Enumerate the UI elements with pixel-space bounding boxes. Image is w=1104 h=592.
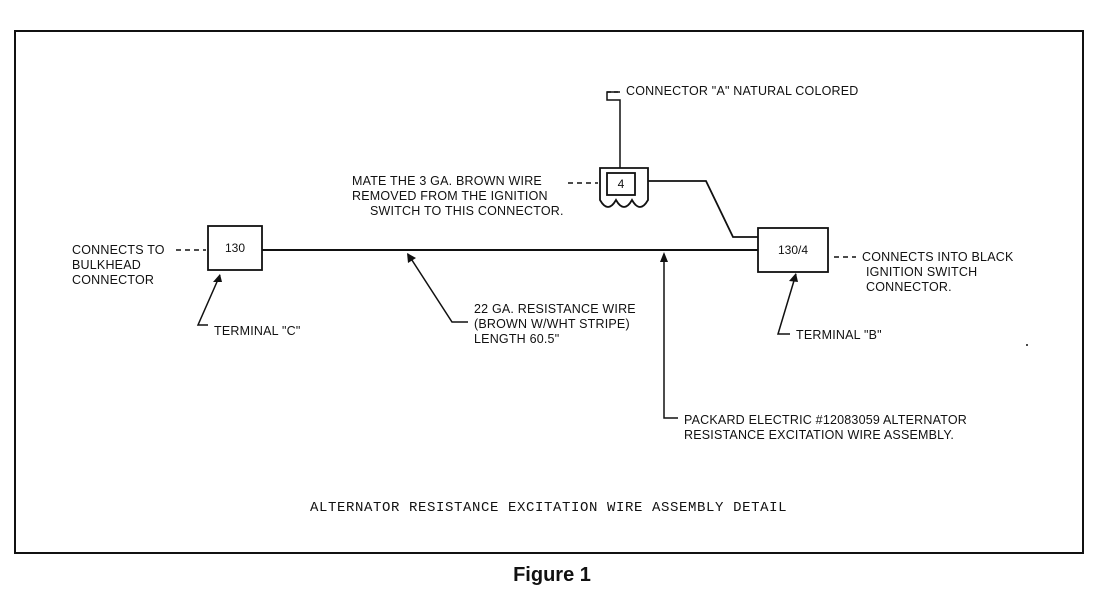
resistance-wire-line-1: 22 GA. RESISTANCE WIRE bbox=[474, 302, 636, 316]
left-connects-line-3: CONNECTOR bbox=[72, 273, 155, 287]
left-connects-line-2: BULKHEAD bbox=[72, 258, 141, 272]
terminal-b-note: TERMINAL "B" bbox=[796, 328, 882, 342]
resistance-wire-line-3: LENGTH 60.5" bbox=[474, 332, 560, 346]
right-connects-line-2: IGNITION SWITCH bbox=[866, 265, 978, 279]
arrow-terminal-c bbox=[213, 274, 222, 282]
diagram-title: ALTERNATOR RESISTANCE EXCITATION WIRE AS… bbox=[310, 500, 788, 516]
terminal-b-box bbox=[757, 227, 829, 273]
right-connects-line-1: CONNECTS INTO BLACK bbox=[862, 250, 1014, 264]
connector-a-note: CONNECTOR "A" NATURAL COLORED bbox=[626, 84, 859, 98]
connector-a-inner bbox=[606, 172, 636, 196]
left-connects-note: CONNECTS TO BULKHEAD CONNECTOR bbox=[72, 243, 165, 288]
terminal-c-box bbox=[207, 225, 263, 271]
packard-line-1: PACKARD ELECTRIC #12083059 ALTERNATOR bbox=[684, 413, 967, 427]
mate-note-line-1: MATE THE 3 GA. BROWN WIRE bbox=[352, 174, 542, 188]
connector-a-wire bbox=[648, 180, 758, 238]
leader-terminal-b bbox=[776, 273, 797, 335]
mate-note-line-3: SWITCH TO THIS CONNECTOR. bbox=[370, 204, 564, 218]
mate-note-line-2: REMOVED FROM THE IGNITION bbox=[352, 189, 548, 203]
leader-packard bbox=[663, 254, 678, 419]
arrow-resistance-wire bbox=[407, 253, 416, 263]
resistance-wire-line-2: (BROWN W/WHT STRIPE) bbox=[474, 317, 630, 331]
resistance-wire-note: 22 GA. RESISTANCE WIRE (BROWN W/WHT STRI… bbox=[474, 302, 636, 347]
figure-frame bbox=[14, 30, 1084, 554]
leader-resistance-wire bbox=[407, 253, 468, 323]
arrow-packard bbox=[660, 252, 668, 262]
terminal-c-note: TERMINAL "C" bbox=[214, 324, 301, 338]
right-connects-line-3: CONNECTOR. bbox=[866, 280, 952, 294]
stray-mark bbox=[1026, 344, 1028, 346]
right-connects-note: CONNECTS INTO BLACK IGNITION SWITCH CONN… bbox=[862, 250, 1014, 295]
mate-note: MATE THE 3 GA. BROWN WIRE REMOVED FROM T… bbox=[352, 174, 564, 219]
arrow-terminal-b bbox=[789, 273, 798, 282]
terminal-c-box-label: 130 bbox=[224, 241, 246, 255]
leader-connector-a bbox=[606, 91, 621, 168]
packard-note: PACKARD ELECTRIC #12083059 ALTERNATOR RE… bbox=[684, 413, 967, 443]
packard-line-2: RESISTANCE EXCITATION WIRE ASSEMBLY. bbox=[684, 428, 954, 442]
left-connects-line-1: CONNECTS TO bbox=[72, 243, 165, 257]
leader-terminal-c bbox=[196, 274, 221, 326]
terminal-b-box-label: 130/4 bbox=[777, 243, 809, 257]
figure-caption: Figure 1 bbox=[513, 564, 591, 586]
connector-a-label: 4 bbox=[617, 177, 625, 191]
